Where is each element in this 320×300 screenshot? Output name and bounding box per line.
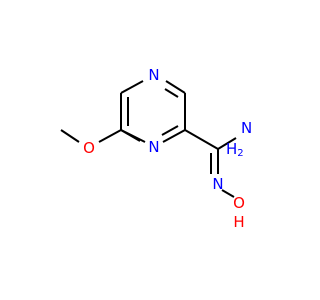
atoms: N N O H2N N O H (83, 66, 252, 231)
bond-n1-c2 (165, 80, 186, 94)
bond-n3-c4 (162, 129, 186, 143)
atom-h-hydroxyl: H (233, 213, 244, 231)
bond-n-oh (221, 189, 235, 198)
atom-o-hydroxyl: O (233, 194, 245, 212)
atom-n-oxime: N (212, 175, 223, 193)
molecule-structure: N N O H2N N O H (60, 66, 252, 231)
bond-c6-n1 (120, 80, 144, 94)
bonds (60, 80, 237, 198)
atom-nh2-subscript: 2 (237, 148, 243, 159)
bond-c2-amidine (184, 129, 219, 150)
bond-c4-o (98, 129, 122, 143)
atom-nh2-n: N (241, 119, 252, 137)
atom-nh2-h: H (226, 140, 237, 158)
bond-n1-c2-inner (164, 88, 179, 98)
bond-o-ch3 (60, 129, 80, 143)
atom-nh2: H2 N (226, 119, 252, 159)
atom-o-methoxy: O (83, 139, 95, 157)
bond-n3-c4-inner (161, 125, 179, 136)
bond-amidine-nh2 (217, 137, 237, 150)
atom-n-ring-top: N (148, 66, 159, 84)
atom-n-ring-bottom: N (148, 138, 159, 156)
bond-c4-c5 (120, 129, 146, 143)
